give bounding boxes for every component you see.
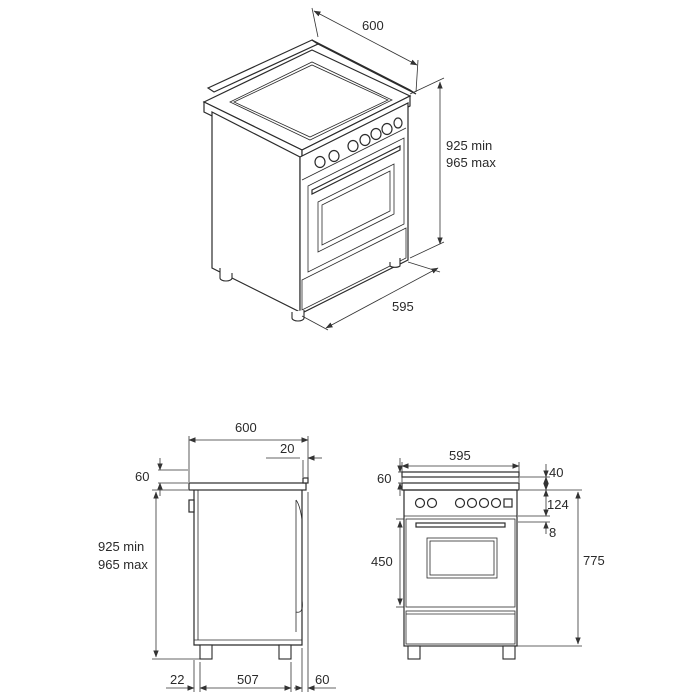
iso-oven-door (307, 137, 405, 273)
front-oven-handle (415, 522, 506, 528)
side-view: 600 20 60 925 min 965 max 22 507 60 (98, 420, 336, 692)
front-hob-plate (401, 482, 520, 491)
iso-oven-window (317, 163, 395, 253)
side-top-thickness-label: 60 (135, 469, 149, 484)
front-oven-door (405, 518, 516, 608)
iso-control-knobs (314, 117, 403, 169)
iso-width-label: 600 (362, 18, 384, 33)
side-foot-offset-label: 22 (170, 672, 184, 687)
iso-storage-drawer (301, 227, 407, 311)
front-control-knobs (414, 497, 513, 509)
side-height-max-label: 965 max (98, 557, 148, 572)
iso-ceramic-plate (229, 61, 393, 141)
isometric-view: 600 925 min 965 max 595 (202, 7, 496, 331)
front-oven-window (426, 537, 498, 579)
front-top-thickness-label: 60 (377, 471, 391, 486)
front-oven-height-label: 450 (371, 554, 393, 569)
front-body (403, 489, 518, 647)
iso-feet (219, 258, 401, 322)
side-rear-offset-label: 60 (315, 672, 329, 687)
side-foot-front (278, 644, 292, 660)
front-panel-height-label: 124 (547, 497, 569, 512)
front-storage-drawer (405, 610, 516, 645)
front-panel-gap-label: 8 (549, 525, 556, 540)
iso-height-min-label: 925 min (446, 138, 492, 153)
front-hob-gap-label: 40 (549, 465, 563, 480)
iso-height-max-label: 965 max (446, 155, 496, 170)
front-foot-right (502, 645, 516, 660)
front-body-height-label: 775 (583, 553, 605, 568)
front-foot-left (407, 645, 421, 660)
side-base-depth-label: 507 (237, 672, 259, 687)
side-width-label: 600 (235, 420, 257, 435)
front-view: 595 60 40 124 8 450 775 (371, 448, 605, 660)
front-width-label: 595 (449, 448, 471, 463)
side-overhang-label: 20 (280, 441, 294, 456)
side-foot-rear (199, 644, 213, 660)
side-body (193, 490, 303, 646)
iso-depth-label: 595 (392, 299, 414, 314)
side-hob-plate (188, 482, 307, 491)
iso-oven-handle (311, 145, 401, 195)
side-height-min-label: 925 min (98, 539, 144, 554)
